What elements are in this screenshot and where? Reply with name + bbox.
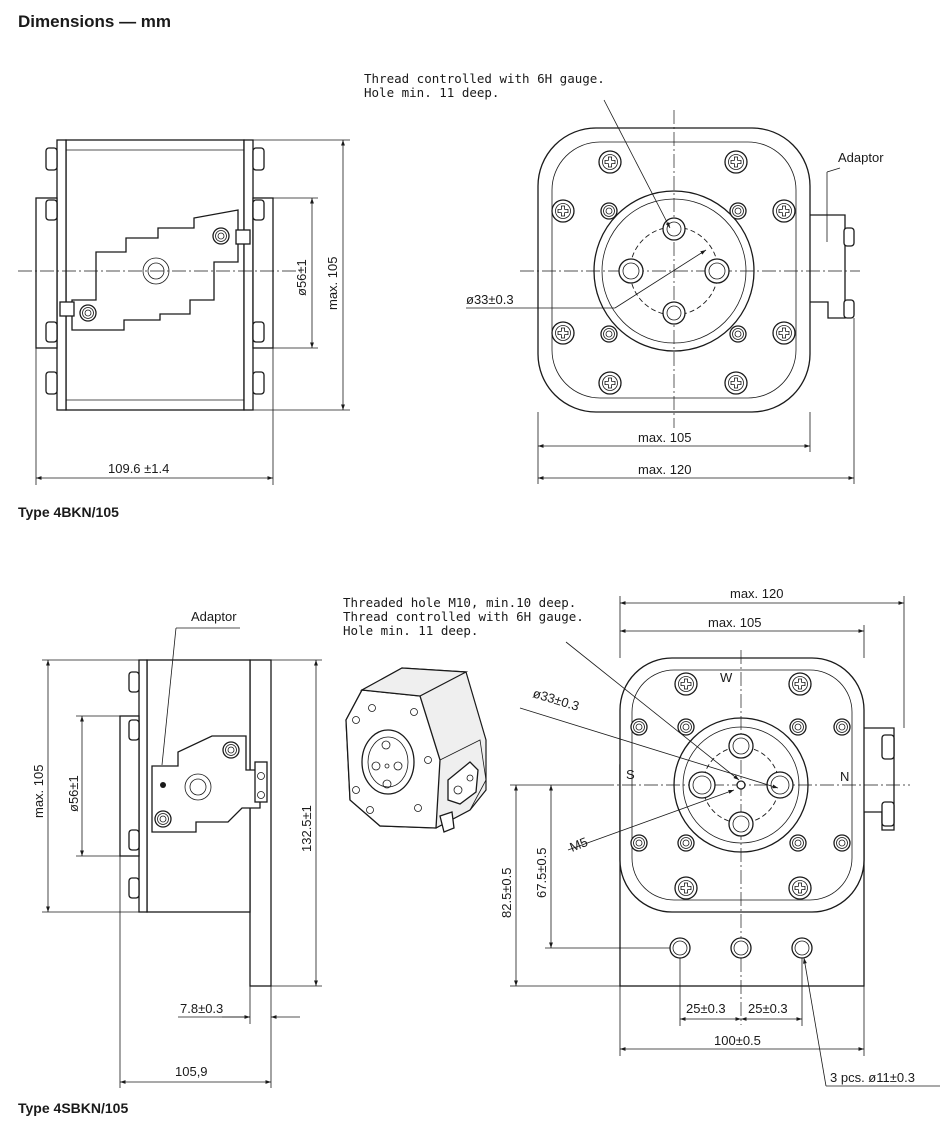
direction-s: S xyxy=(626,767,635,782)
direction-w: W xyxy=(720,670,733,685)
dim-7-8: 7.8±0.3 xyxy=(180,1001,223,1016)
note-threaded-hole: Threaded hole M10, min.10 deep. xyxy=(343,595,576,610)
page-heading: Dimensions — mm xyxy=(18,12,172,31)
type-label-4sbkn: Type 4SBKN/105 xyxy=(18,1100,129,1116)
dim-25-a: 25±0.3 xyxy=(686,1001,726,1016)
dim-105-9: 105,9 xyxy=(175,1064,208,1079)
dim-max120-bottom: max. 120 xyxy=(730,586,783,601)
direction-n: N xyxy=(840,769,849,784)
note-hole-depth: Hole min. 11 deep. xyxy=(364,85,499,100)
dim-132: 132.5±1 xyxy=(299,805,314,852)
label-adaptor-bottom: Adaptor xyxy=(191,609,237,624)
dim-25-b: 25±0.3 xyxy=(748,1001,788,1016)
front-view-4bkn: Adaptor Thread controlled with 6H gauge.… xyxy=(364,71,884,484)
dim-max105-h-bottom: max. 105 xyxy=(708,615,761,630)
dim-dia33-top: ø33±0.3 xyxy=(466,292,514,307)
dim-dia33-bottom: ø33±0.3 xyxy=(531,686,581,714)
note-thread-6h: Thread controlled with 6H gauge. xyxy=(364,71,605,86)
dim-max120-h-top: max. 120 xyxy=(638,462,691,477)
dim-max105-h-top: max. 105 xyxy=(638,430,691,445)
dim-67-5: 67.5±0.5 xyxy=(534,847,549,898)
dim-100: 100±0.5 xyxy=(714,1033,761,1048)
side-view-4bkn: 109.6 ±1.4 ø56±1 max. 105 xyxy=(18,139,350,485)
note-hole-depth-bottom: Hole min. 11 deep. xyxy=(343,623,478,638)
dim-side-width: 109.6 ±1.4 xyxy=(108,461,169,476)
side-view-4sbkn: Adaptor max. 105 ø56±1 132.5±1 7.8±0.3 1… xyxy=(31,609,322,1088)
type-label-4bkn: Type 4BKN/105 xyxy=(18,504,119,520)
dim-m5: M5 xyxy=(568,834,590,855)
note-thread-6h-bottom: Thread controlled with 6H gauge. xyxy=(343,609,584,624)
label-3-holes: 3 pcs. ø11±0.3 xyxy=(830,1070,915,1085)
isometric-view xyxy=(345,667,487,833)
dim-82-5: 82.5±0.5 xyxy=(499,867,514,918)
dim-max105-v: max. 105 xyxy=(325,257,340,310)
dim-dia56: ø56±1 xyxy=(294,259,309,296)
front-view-4sbkn: W S N Threaded hole M10, min.10 deep. Th… xyxy=(343,586,940,1087)
dim-dia56-bottom: ø56±1 xyxy=(66,775,81,812)
dim-max105-v-bottom: max. 105 xyxy=(31,765,46,818)
label-adaptor-top: Adaptor xyxy=(838,150,884,165)
